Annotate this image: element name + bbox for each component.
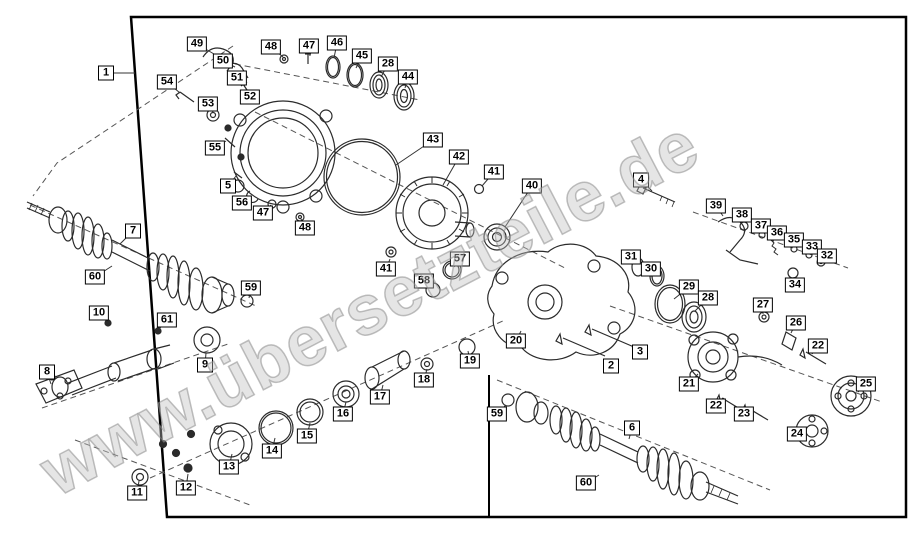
small-bolts-left [104, 319, 162, 335]
part-label-4[interactable]: 4 [633, 172, 649, 188]
ball-bearing [483, 223, 511, 251]
part-label-28[interactable]: 28 [697, 290, 719, 306]
dust-seal-ring [193, 326, 221, 354]
part-label-9[interactable]: 9 [197, 357, 213, 373]
part-label-34[interactable]: 34 [784, 277, 806, 293]
diagram-border [129, 15, 908, 519]
part-label-21[interactable]: 21 [678, 376, 700, 392]
part-label-55[interactable]: 55 [204, 140, 226, 156]
part-label-57[interactable]: 57 [449, 251, 471, 267]
part-label-16[interactable]: 16 [332, 406, 354, 422]
part-label-46[interactable]: 46 [326, 35, 348, 51]
part-label-45[interactable]: 45 [351, 48, 373, 64]
part-label-47[interactable]: 47 [252, 205, 274, 221]
assembly-bolts [555, 323, 827, 421]
part-label-50[interactable]: 50 [212, 53, 234, 69]
part-label-32[interactable]: 32 [816, 248, 838, 264]
part-label-48[interactable]: 48 [294, 220, 316, 236]
part-label-14[interactable]: 14 [261, 443, 283, 459]
mount-bolt [636, 184, 676, 208]
output-flange-coupling [795, 375, 872, 448]
part-label-13[interactable]: 13 [218, 459, 240, 475]
part-label-26[interactable]: 26 [785, 315, 807, 331]
part-label-38[interactable]: 38 [731, 207, 753, 223]
front-cv-axle [26, 201, 254, 314]
part-label-56[interactable]: 56 [231, 195, 253, 211]
part-label-10[interactable]: 10 [88, 305, 110, 321]
part-label-40[interactable]: 40 [521, 178, 543, 194]
right-seals-bearings [631, 257, 797, 351]
part-label-48[interactable]: 48 [260, 39, 282, 55]
cover-o-ring [323, 138, 401, 216]
part-label-44[interactable]: 44 [397, 69, 419, 85]
part-label-39[interactable]: 39 [705, 198, 727, 214]
part-label-8[interactable]: 8 [39, 364, 55, 380]
propeller-shaft [35, 344, 175, 404]
part-label-5[interactable]: 5 [220, 178, 236, 194]
part-label-22[interactable]: 22 [807, 338, 829, 354]
part-label-61[interactable]: 61 [156, 312, 178, 328]
part-label-41[interactable]: 41 [375, 261, 397, 277]
part-label-52[interactable]: 52 [239, 89, 261, 105]
part-label-37[interactable]: 37 [750, 218, 772, 234]
part-label-22[interactable]: 22 [705, 398, 727, 414]
rear-cv-axle [501, 391, 739, 505]
part-label-20[interactable]: 20 [505, 333, 527, 349]
part-label-47[interactable]: 47 [298, 38, 320, 54]
part-label-54[interactable]: 54 [156, 74, 178, 90]
part-label-15[interactable]: 15 [296, 428, 318, 444]
part-label-25[interactable]: 25 [855, 376, 877, 392]
part-label-35[interactable]: 35 [783, 232, 805, 248]
part-label-6[interactable]: 6 [624, 420, 640, 436]
part-label-19[interactable]: 19 [459, 353, 481, 369]
part-label-60[interactable]: 60 [84, 269, 106, 285]
part-label-59[interactable]: 59 [486, 406, 508, 422]
part-label-49[interactable]: 49 [186, 36, 208, 52]
part-label-31[interactable]: 31 [620, 249, 642, 265]
part-label-58[interactable]: 58 [413, 273, 435, 289]
part-label-27[interactable]: 27 [752, 297, 774, 313]
part-label-12[interactable]: 12 [175, 480, 197, 496]
part-label-42[interactable]: 42 [448, 149, 470, 165]
part-label-7[interactable]: 7 [125, 223, 141, 239]
part-label-29[interactable]: 29 [678, 279, 700, 295]
part-label-43[interactable]: 43 [422, 132, 444, 148]
clutch-drum [395, 176, 475, 250]
part-label-30[interactable]: 30 [640, 261, 662, 277]
part-label-2[interactable]: 2 [603, 358, 619, 374]
part-label-53[interactable]: 53 [197, 96, 219, 112]
part-label-11[interactable]: 11 [127, 485, 147, 501]
part-label-17[interactable]: 17 [369, 389, 391, 405]
part-label-24[interactable]: 24 [786, 426, 808, 442]
part-label-41[interactable]: 41 [483, 164, 505, 180]
top-small-parts [175, 47, 415, 222]
part-label-18[interactable]: 18 [413, 372, 435, 388]
part-label-59[interactable]: 59 [240, 280, 262, 296]
part-label-23[interactable]: 23 [733, 406, 755, 422]
part-label-3[interactable]: 3 [632, 344, 648, 360]
part-label-60[interactable]: 60 [575, 475, 597, 491]
part-label-1[interactable]: 1 [98, 65, 114, 81]
rear-output-housing [687, 331, 783, 383]
part-label-51[interactable]: 51 [226, 70, 248, 86]
part-label-28[interactable]: 28 [377, 56, 399, 72]
